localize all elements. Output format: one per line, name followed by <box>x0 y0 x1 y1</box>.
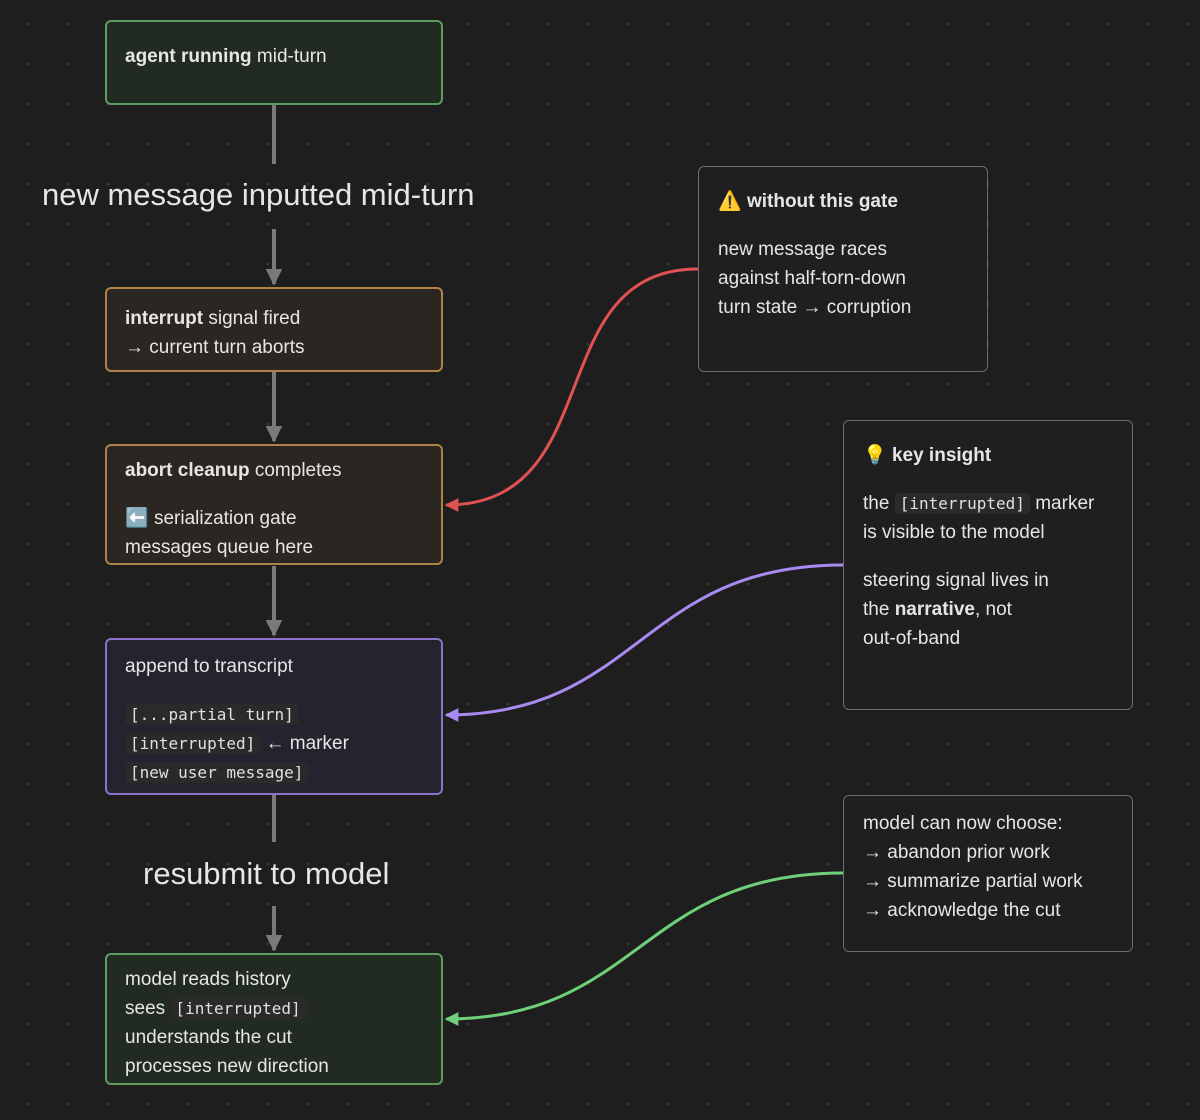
note-choices-line4: → acknowledge the cut <box>863 900 1061 921</box>
node-append-code3: [new user message] <box>125 758 423 787</box>
note-without-gate-line3: turn state → corruption <box>718 297 912 318</box>
note-key-insight-the: the <box>863 493 895 514</box>
node-abort-cleanup-queue: messages queue here <box>125 537 314 558</box>
node-model-reads[interactable]: model reads history sees [interrupted] u… <box>105 953 443 1085</box>
note-key-insight[interactable]: 💡 key insight the [interrupted] marker i… <box>843 420 1133 710</box>
code-interrupted-3: [interrupted] <box>894 493 1030 514</box>
node-append-code1: [...partial turn] <box>125 700 423 729</box>
code-partial-turn: [...partial turn] <box>125 704 299 725</box>
node-interrupt-line1: interrupt signal fired <box>125 304 423 333</box>
node-agent-running-bold: agent running <box>125 46 252 67</box>
code-new-user-message: [new user message] <box>125 762 309 783</box>
note-key-insight-title: 💡 key insight <box>863 441 1113 470</box>
note-key-insight-line3: steering signal lives in <box>863 570 1049 591</box>
note-key-insight-the2: the <box>863 599 895 620</box>
warning-icon: ⚠️ <box>718 191 742 212</box>
note-choices[interactable]: model can now choose: → abandon prior wo… <box>843 795 1133 952</box>
node-append-transcript[interactable]: append to transcript [...partial turn] [… <box>105 638 443 795</box>
note-key-insight-line1: the [interrupted] marker <box>863 489 1113 518</box>
node-interrupt-line2: → current turn aborts <box>125 337 305 358</box>
node-abort-cleanup-gate: ⬅️ serialization gate <box>125 504 423 533</box>
edge-label-new-message: new message inputted mid-turn <box>42 177 475 212</box>
node-model-reads-line2: sees [interrupted] <box>125 994 423 1023</box>
node-interrupt-bold: interrupt <box>125 308 204 329</box>
node-abort-cleanup-bold: abort cleanup <box>125 460 250 481</box>
lightbulb-icon: 💡 <box>863 445 887 466</box>
note-key-insight-line4: the narrative, not <box>863 595 1113 624</box>
note-key-insight-title-text: key insight <box>886 445 992 466</box>
connector-gate-note <box>444 267 699 512</box>
node-abort-cleanup-line1: abort cleanup completes <box>125 456 423 485</box>
note-without-gate-title-text: without this gate <box>741 191 898 212</box>
node-interrupt[interactable]: interrupt signal fired → current turn ab… <box>105 287 443 372</box>
node-model-reads-line3: understands the cut <box>125 1027 292 1048</box>
node-model-reads-line1: model reads history <box>125 969 291 990</box>
note-key-insight-line5: out-of-band <box>863 628 961 649</box>
marker-text: ← marker <box>260 733 349 754</box>
code-interrupted: [interrupted] <box>125 733 261 754</box>
node-abort-cleanup[interactable]: abort cleanup completes ⬅️ serialization… <box>105 444 443 565</box>
node-abort-cleanup-gate-text: serialization gate <box>148 508 297 529</box>
edge-label-resubmit: resubmit to model <box>143 856 390 891</box>
node-append-title: append to transcript <box>125 656 293 677</box>
note-key-insight-line2: is visible to the model <box>863 522 1045 543</box>
note-choices-line2: → abandon prior work <box>863 842 1050 863</box>
node-abort-cleanup-rest: completes <box>249 460 342 481</box>
node-agent-running-rest: mid-turn <box>251 46 327 67</box>
node-model-reads-sees: sees <box>125 998 171 1019</box>
note-key-insight-marker: marker <box>1029 493 1095 514</box>
note-choices-line3: → summarize partial work <box>863 871 1083 892</box>
node-append-code2: [interrupted] ← marker <box>125 729 423 758</box>
note-without-gate[interactable]: ⚠️ without this gate new message races a… <box>698 166 988 372</box>
node-agent-running-text: agent running mid-turn <box>125 42 423 71</box>
note-without-gate-title: ⚠️ without this gate <box>718 187 968 216</box>
node-agent-running[interactable]: agent running mid-turn <box>105 20 443 105</box>
note-choices-line1: model can now choose: <box>863 813 1063 834</box>
connector-insight-note <box>444 563 844 722</box>
note-without-gate-line1: new message races <box>718 239 887 260</box>
note-key-insight-not: , not <box>974 599 1012 620</box>
back-arrow-icon: ⬅️ <box>125 508 149 529</box>
note-without-gate-line2: against half-torn-down <box>718 268 906 289</box>
note-key-insight-narrative: narrative <box>894 599 975 620</box>
connector-choices-note <box>444 871 844 1026</box>
node-interrupt-rest: signal fired <box>203 308 301 329</box>
node-model-reads-line4: processes new direction <box>125 1056 329 1077</box>
code-interrupted-2: [interrupted] <box>170 998 306 1019</box>
